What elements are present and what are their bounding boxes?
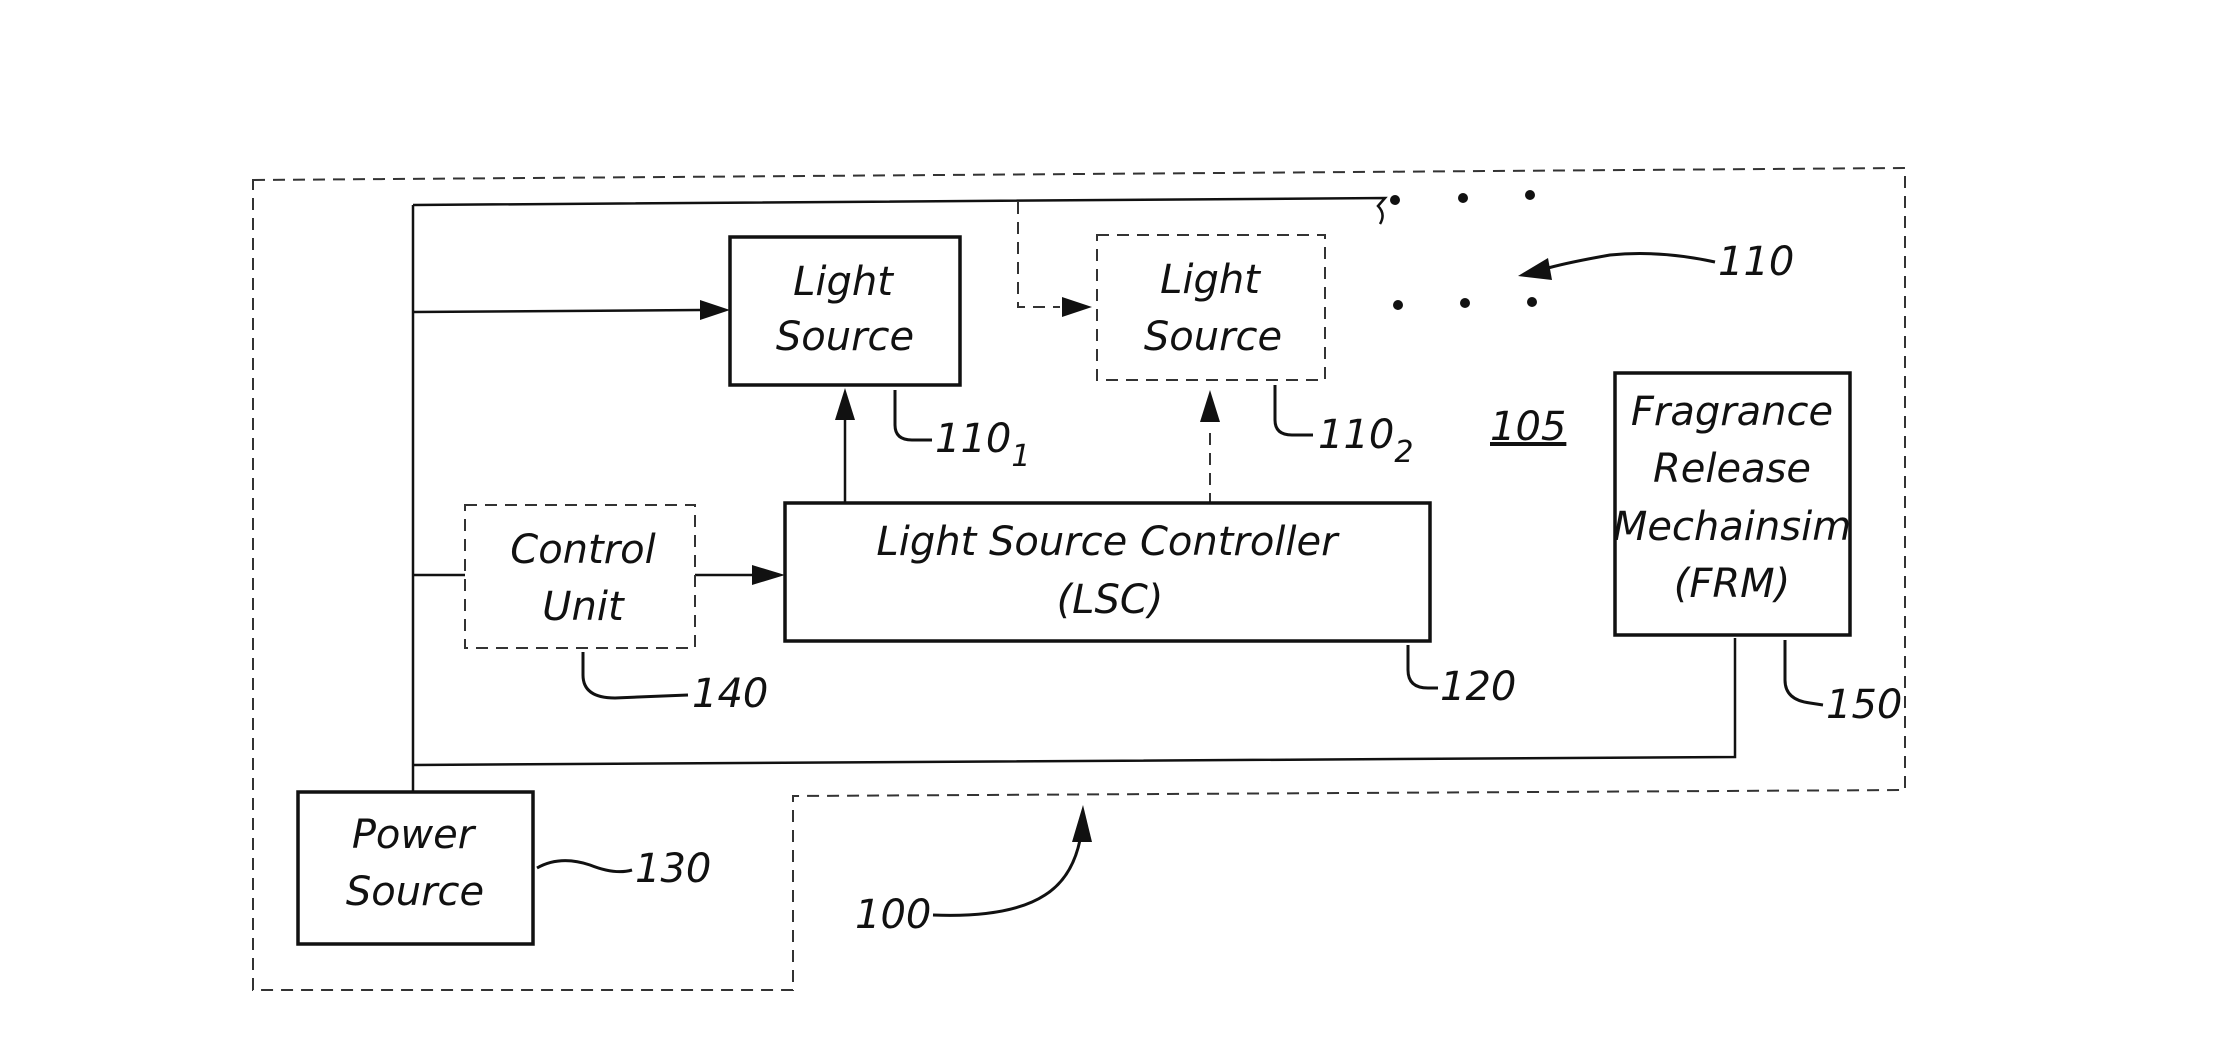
ref-140: 140 xyxy=(692,671,768,717)
feed-light-source-1 xyxy=(413,310,700,312)
leader-140 xyxy=(583,652,688,698)
ref-110-1: 1101 xyxy=(935,416,1030,474)
ref-110-1-main: 110 xyxy=(935,416,1011,462)
frm-line-1: Fragrance xyxy=(1631,389,1833,435)
light-source-1-line-2: Source xyxy=(776,314,914,360)
control-unit-line-2: Unit xyxy=(542,584,625,630)
frm-line-3: Mechainsim xyxy=(1613,504,1851,550)
ref-110-2-main: 110 xyxy=(1318,412,1394,458)
region-105-boundary xyxy=(413,198,1385,224)
arrow-up-light-source-1 xyxy=(835,388,855,420)
power-bus-bottom xyxy=(413,638,1735,765)
leader-110-array xyxy=(1548,254,1715,268)
control-unit-line-1: Control xyxy=(510,527,655,573)
ref-110-array: 110 xyxy=(1718,239,1794,285)
power-source-line-1: Power xyxy=(352,812,477,858)
ref-120: 120 xyxy=(1440,664,1516,710)
lsc-line-2: (LSC) xyxy=(1057,577,1164,623)
ref-100: 100 xyxy=(855,892,931,938)
leader-120 xyxy=(1408,645,1438,688)
additional-light-sources-dots xyxy=(1390,190,1537,310)
ref-110-2-sub: 2 xyxy=(1394,435,1413,470)
ref-110-1-sub: 1 xyxy=(1011,439,1030,474)
leader-110-2 xyxy=(1275,385,1313,435)
leader-130 xyxy=(537,861,632,872)
power-source-line-2: Source xyxy=(346,869,484,915)
ref-105: 105 xyxy=(1490,404,1566,450)
frm-line-4: (FRM) xyxy=(1674,561,1791,607)
frm-line-2: Release xyxy=(1653,446,1811,492)
light-source-2-line-1: Light xyxy=(1160,257,1261,303)
ref-150: 150 xyxy=(1826,682,1902,728)
light-source-1-line-1: Light xyxy=(793,259,894,305)
leader-150 xyxy=(1785,640,1823,705)
arrow-100 xyxy=(1072,805,1092,842)
arrow-to-light-source-1 xyxy=(700,300,730,320)
ref-130: 130 xyxy=(635,846,711,892)
arrow-to-light-source-2 xyxy=(1062,297,1092,317)
arrow-up-light-source-2 xyxy=(1200,390,1220,422)
feed-light-source-2 xyxy=(1018,202,1060,307)
leader-100 xyxy=(933,840,1080,915)
lsc-line-1: Light Source Controller xyxy=(876,519,1340,565)
arrow-to-lsc xyxy=(752,565,785,585)
arrow-110-array xyxy=(1518,258,1552,280)
leader-110-1 xyxy=(895,390,932,440)
ref-110-2: 1102 xyxy=(1318,412,1413,470)
light-source-2-line-2: Source xyxy=(1144,314,1282,360)
